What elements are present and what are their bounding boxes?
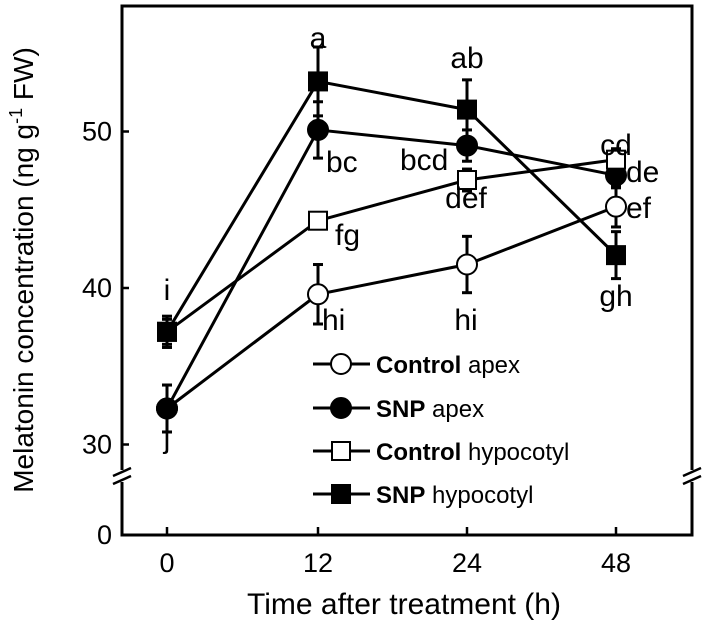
legend-label-bold: Control [376, 352, 461, 379]
marker-square-open [331, 441, 351, 461]
significance-letter: a [310, 22, 327, 55]
marker-circle-open [456, 253, 478, 276]
series-line [165, 128, 617, 410]
y-tick-label: 30 [82, 430, 112, 460]
significance-letter: ab [450, 42, 483, 75]
significance-letter: de [626, 156, 659, 189]
legend-label-rest: apex [461, 352, 520, 379]
significance-letter: j [163, 422, 171, 455]
y-tick-label: 50 [82, 117, 112, 147]
marker-square-open [308, 210, 328, 231]
series-line [166, 205, 617, 410]
significance-letter: cd [600, 129, 632, 162]
x-tick-label: 0 [159, 548, 174, 578]
legend-label: SNP apex [376, 396, 484, 423]
y-tick-label: 0 [97, 520, 112, 550]
marker-circle-filled [307, 118, 329, 141]
series-line [165, 79, 618, 333]
legend-label-bold: SNP [376, 396, 425, 423]
significance-letter: ef [626, 192, 652, 225]
significance-letter: fg [335, 219, 360, 252]
marker-circle-filled [456, 134, 478, 157]
legend-label: Control hypocotyl [376, 439, 569, 466]
marker-square-filled [308, 71, 328, 92]
axis-break-mark [682, 466, 702, 478]
legend-item: SNP apex [313, 396, 484, 423]
legend-label-bold: Control [376, 439, 461, 466]
legend-label-rest: hypocotyl [461, 439, 569, 466]
marker-square-open [606, 149, 626, 170]
legend-label: Control apex [376, 352, 520, 379]
marker-square-filled [457, 99, 477, 120]
y-axis-label: Melatonin concentration (ng g-1 FW) [6, 47, 39, 493]
x-tick-label: 48 [601, 548, 631, 578]
marker-circle-open [307, 283, 329, 306]
legend-item: Control hypocotyl [313, 439, 569, 466]
series-line [166, 158, 617, 334]
plot-frame [120, 4, 694, 537]
significance-letter: bc [326, 146, 358, 179]
legend-item: Control apex [313, 352, 520, 379]
legend-item: SNP hypocotyl [313, 482, 533, 509]
y-axis-label-part: FW) [8, 47, 39, 108]
significance-letter: i [164, 274, 171, 307]
axis-break-mark [112, 466, 132, 478]
marker-circle-open [605, 195, 627, 218]
significance-letter: def [445, 182, 487, 215]
marker-circle-filled [330, 397, 352, 419]
x-axis-label: Time after treatment (h) [247, 588, 561, 621]
x-tick-label: 24 [452, 548, 482, 578]
marker-circle-filled [156, 397, 178, 420]
legend-label-rest: hypocotyl [425, 482, 533, 509]
axis-break-mark [682, 474, 702, 486]
marker-square-filled [606, 245, 626, 266]
significance-letter: bcd [400, 144, 448, 177]
y-axis-label-part: Melatonin concentration (ng g [8, 124, 39, 493]
significance-letter: gh [599, 280, 632, 313]
marker-square-filled [157, 321, 177, 342]
legend-label: SNP hypocotyl [376, 482, 533, 509]
legend-label-bold: SNP [376, 482, 425, 509]
marker-square-filled [331, 484, 351, 504]
marker-square-open [457, 170, 477, 191]
x-tick-label: 12 [303, 548, 333, 578]
marker-circle-open [330, 353, 352, 375]
axis-break-mark [112, 474, 132, 486]
significance-letter: hi [454, 304, 477, 337]
y-axis-label-sup: -1 [6, 108, 26, 124]
y-tick-label: 40 [82, 273, 112, 303]
legend-label-rest: apex [425, 396, 484, 423]
significance-letter: hi [322, 304, 345, 337]
